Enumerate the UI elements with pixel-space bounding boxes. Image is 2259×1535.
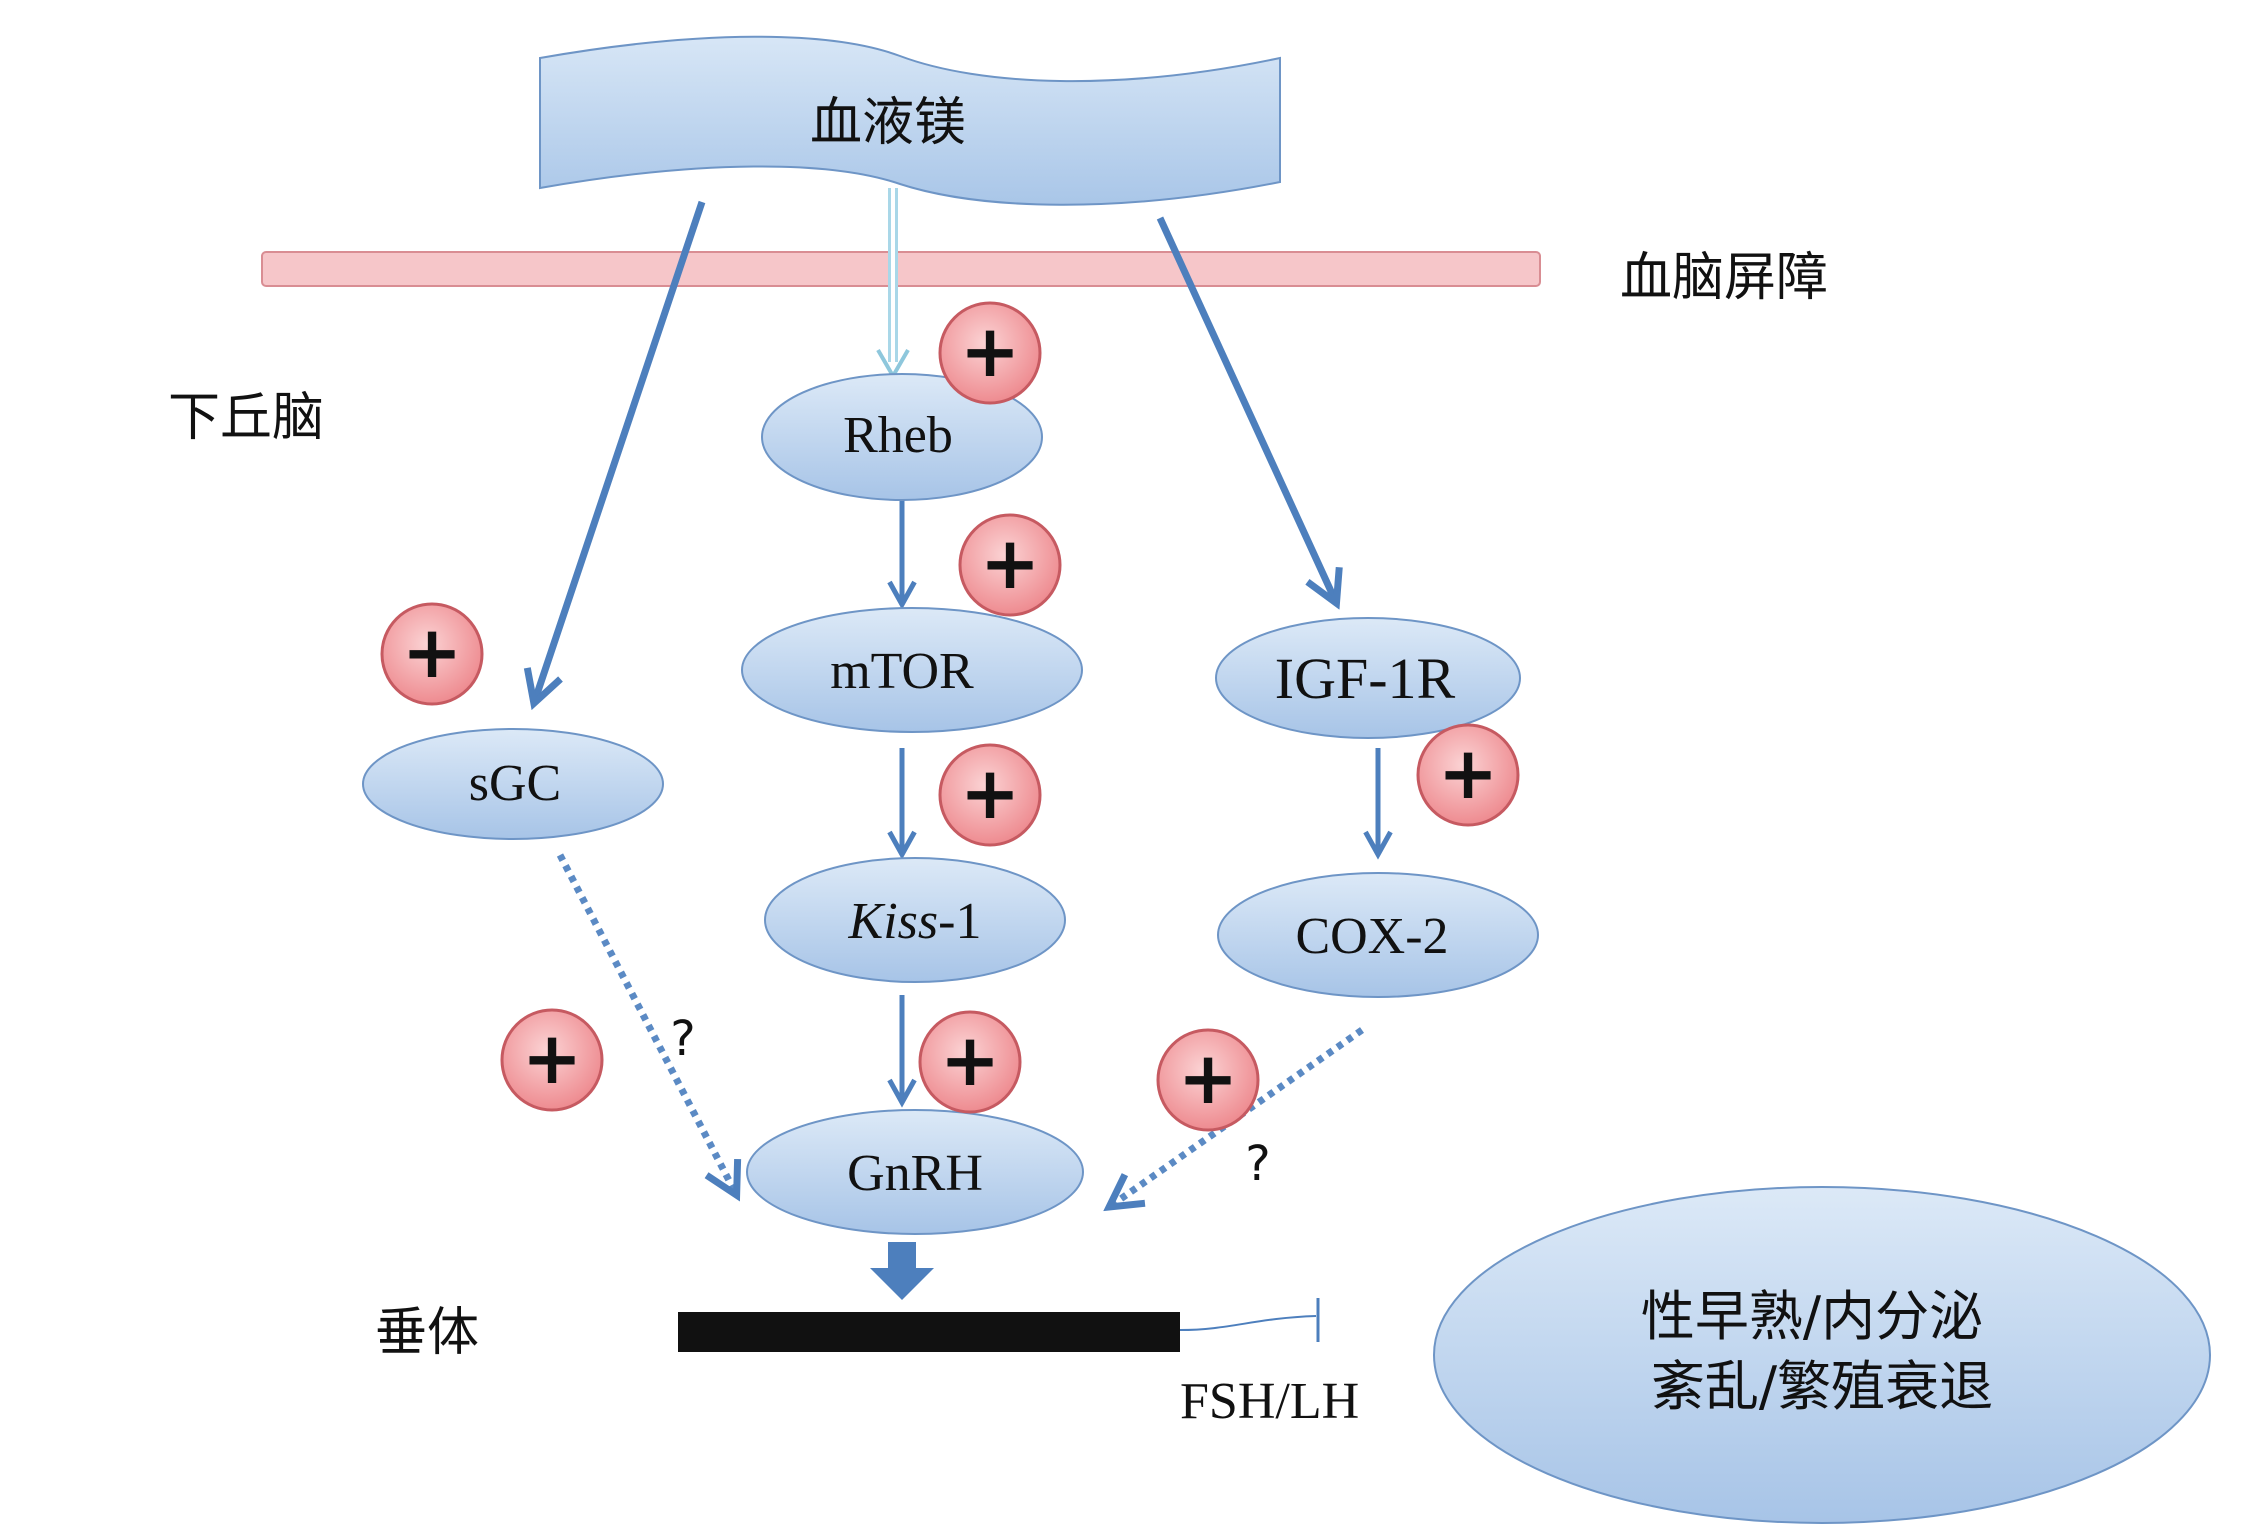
outcome-line2: 紊乱/繁殖衰退 xyxy=(1651,1355,1993,1418)
blood-magnesium-label: 血液镁 xyxy=(810,93,966,153)
pituitary-bar xyxy=(678,1312,1180,1352)
blood-magnesium-node: 血液镁 xyxy=(539,35,1281,206)
node-sgc-label: sGC xyxy=(469,755,561,812)
hypothalamus-label: 下丘脑 xyxy=(168,388,324,448)
arrow-gnrh-to-pituitary xyxy=(870,1242,934,1300)
node-igf1r: IGF-1R xyxy=(1215,617,1521,739)
node-gnrh: GnRH xyxy=(746,1109,1084,1235)
plus-cox2-sign: + xyxy=(1438,731,1498,815)
plus-sgc-path-sign: + xyxy=(522,1016,582,1100)
question-cox2-path: ? xyxy=(1245,1136,1270,1192)
plus-rheb-sign: + xyxy=(960,309,1020,393)
node-sgc: sGC xyxy=(362,728,664,840)
plus-kiss1-sign: + xyxy=(960,751,1020,835)
node-gnrh-label: GnRH xyxy=(847,1145,983,1202)
node-mtor-label: mTOR xyxy=(830,643,974,700)
plus-sgc: + xyxy=(380,602,484,706)
plus-kiss1: + xyxy=(938,743,1042,847)
arrow-cox2-to-gnrh-dotted xyxy=(1112,1027,1365,1205)
node-igf1r-label: IGF-1R xyxy=(1275,646,1456,711)
arrow-sgc-to-gnrh-dotted xyxy=(556,853,735,1192)
node-cox2: COX-2 xyxy=(1217,872,1539,998)
plus-mtor: + xyxy=(958,513,1062,617)
fsh-lh-label: FSH/LH xyxy=(1180,1373,1359,1430)
plus-gnrh: + xyxy=(918,1010,1022,1114)
question-sgc-path: ? xyxy=(670,1011,695,1067)
arrow-blood-to-sgc xyxy=(535,200,706,700)
node-mtor: mTOR xyxy=(741,607,1083,733)
node-kiss1-italic: Kiss xyxy=(848,893,939,950)
plus-gnrh-sign: + xyxy=(940,1018,1000,1102)
plus-rheb: + xyxy=(938,301,1042,405)
node-kiss1-label: Kiss-1 xyxy=(848,893,982,950)
node-rheb-label: Rheb xyxy=(843,407,953,464)
pituitary-label: 垂体 xyxy=(375,1303,479,1363)
plus-cox2-path: + xyxy=(1156,1028,1260,1132)
node-kiss1-suffix: -1 xyxy=(938,893,981,950)
inhibition-line xyxy=(1179,1298,1320,1342)
node-rheb: Rheb xyxy=(761,373,1043,501)
blood-brain-barrier-label: 血脑屏障 xyxy=(1620,248,1828,308)
node-kiss1: Kiss-1 xyxy=(764,857,1066,983)
outcome-node: 性早熟/内分泌 紊乱/繁殖衰退 xyxy=(1433,1186,2211,1524)
outcome-line1: 性早熟/内分泌 xyxy=(1641,1285,1983,1348)
plus-cox2-path-sign: + xyxy=(1178,1036,1238,1120)
plus-sgc-sign: + xyxy=(402,610,462,694)
plus-sgc-path: + xyxy=(500,1008,604,1112)
node-cox2-label: COX-2 xyxy=(1295,908,1448,965)
plus-cox2: + xyxy=(1416,723,1520,827)
plus-mtor-sign: + xyxy=(980,521,1040,605)
arrow-blood-to-igf1r xyxy=(1156,216,1335,600)
blood-brain-barrier xyxy=(261,251,1541,287)
